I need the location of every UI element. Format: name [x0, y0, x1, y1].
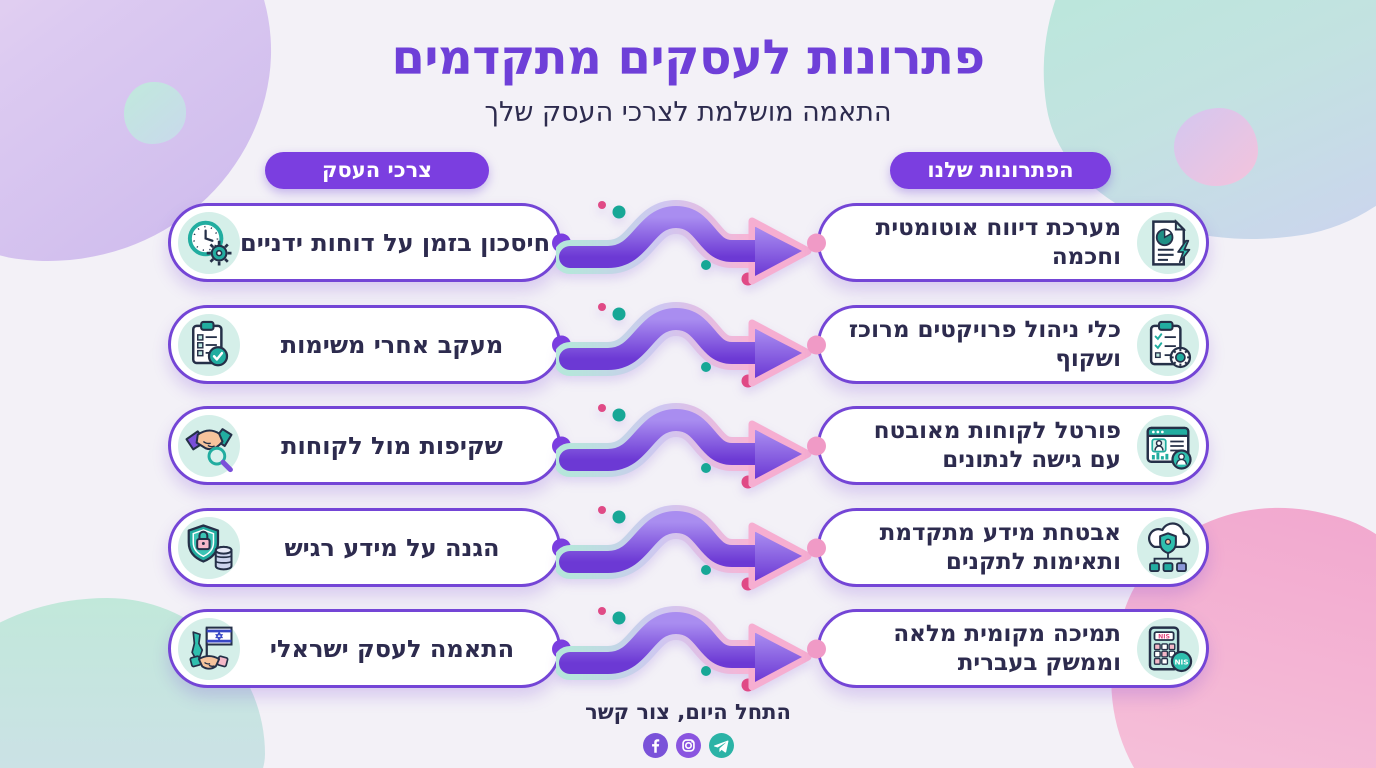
row-3: שקיפות מול לקוחות פורטל לקוחות מאובטח עם… — [0, 402, 1376, 489]
calculator-nis-icon: NIS NIS — [1137, 617, 1199, 680]
solution-card: תמיכה מקומית מלאה וממשק בעברית NIS — [807, 609, 1209, 688]
handshake-magnifier-icon — [178, 414, 240, 477]
need-text: שקיפות מול לקוחות — [281, 431, 503, 460]
flow-arrow — [553, 597, 818, 701]
need-card: הגנה על מידע רגיש — [168, 508, 571, 587]
need-text: הגנה על מידע רגיש — [284, 533, 500, 562]
page-title: פתרונות לעסקים מתקדמים — [391, 30, 985, 86]
row-5: התאמה לעסק ישראלי תמיכה מקומית מלאה וממש… — [0, 605, 1376, 692]
flow-arrow — [553, 293, 818, 397]
social-icons-row — [0, 733, 1376, 758]
client-portal-icon — [1137, 414, 1199, 477]
connector-dot-pink — [807, 639, 826, 658]
telegram-icon[interactable] — [708, 733, 734, 758]
need-text: מעקב אחרי משימות — [280, 330, 504, 359]
automated-report-icon — [1137, 211, 1199, 274]
need-card: התאמה לעסק ישראלי — [168, 609, 571, 688]
decorative-blob-pink-small — [1174, 108, 1258, 186]
solution-text: תמיכה מקומית מלאה וממשק בעברית — [893, 620, 1121, 676]
need-card: מעקב אחרי משימות — [168, 305, 571, 384]
need-text: התאמה לעסק ישראלי — [269, 634, 515, 663]
solution-text: כלי ניהול פרויקטים מרוכז ושקוף — [848, 316, 1121, 372]
column-header-needs: צרכי העסק — [265, 152, 489, 189]
instagram-icon[interactable] — [675, 733, 701, 758]
clock-gear-icon — [178, 211, 240, 274]
row-1: חיסכון בזמן על דוחות ידניים מערכת דיווח … — [0, 199, 1376, 286]
project-management-icon — [1137, 313, 1199, 376]
need-card: שקיפות מול לקוחות — [168, 406, 571, 485]
shield-lock-database-icon — [178, 516, 240, 579]
row-4: הגנה על מידע רגיש אבטחת מידע מתקדמת ותאי… — [0, 504, 1376, 591]
svg-text:NIS: NIS — [1158, 633, 1170, 640]
facebook-icon[interactable] — [642, 733, 668, 758]
connector-dot-pink — [807, 538, 826, 557]
solution-card: אבטחת מידע מתקדמת ותאימות לתקנים — [807, 508, 1209, 587]
solution-text: מערכת דיווח אוטומטית וחכמה — [875, 214, 1121, 270]
solution-text: אבטחת מידע מתקדמת ותאימות לתקנים — [879, 519, 1121, 575]
solution-card: כלי ניהול פרויקטים מרוכז ושקוף — [807, 305, 1209, 384]
solution-card: פורטל לקוחות מאובטח עם גישה לנתונים — [807, 406, 1209, 485]
solution-card: מערכת דיווח אוטומטית וחכמה — [807, 203, 1209, 282]
connector-dot-pink — [807, 436, 826, 455]
flow-arrow — [553, 496, 818, 600]
column-header-solutions: הפתרונות שלנו — [890, 152, 1111, 189]
solution-text: פורטל לקוחות מאובטח עם גישה לנתונים — [873, 417, 1121, 473]
svg-text:NIS: NIS — [1174, 657, 1188, 666]
row-2: מעקב אחרי משימות כלי ניהול פרויקטים מרוכ… — [0, 301, 1376, 388]
page-subtitle: התאמה מושלמת לצרכי העסק שלך — [484, 97, 892, 128]
flow-arrow — [553, 191, 818, 295]
need-text: חיסכון בזמן על דוחות ידניים — [240, 228, 551, 257]
flow-arrow — [553, 394, 818, 498]
cloud-security-icon — [1137, 516, 1199, 579]
need-card: חיסכון בזמן על דוחות ידניים — [168, 203, 571, 282]
clipboard-check-icon — [178, 313, 240, 376]
decorative-blob-teal-small — [124, 82, 186, 144]
connector-dot-pink — [807, 335, 826, 354]
footer-cta-text: התחל היום, צור קשר — [585, 700, 791, 724]
connector-dot-pink — [807, 233, 826, 252]
israel-flag-handshake-icon — [178, 617, 240, 680]
